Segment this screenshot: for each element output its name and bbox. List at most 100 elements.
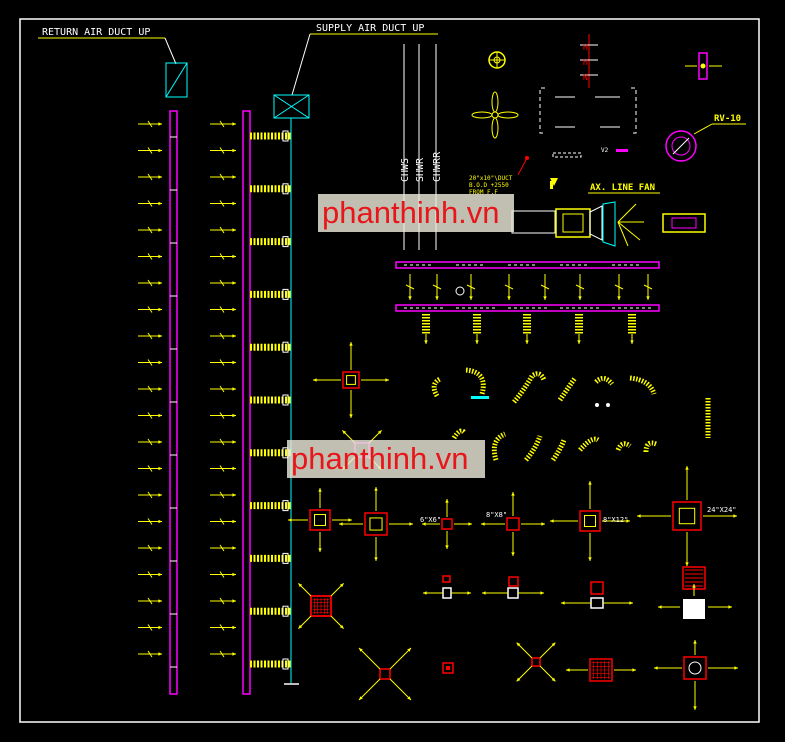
dashed-bracket-symbol [539, 87, 637, 134]
tick [219, 120, 225, 128]
duct-cap [508, 576, 519, 587]
tick [219, 491, 225, 499]
diffuser-inner [678, 507, 696, 525]
arrow-head [232, 387, 236, 391]
arrow-head [630, 340, 634, 344]
diffuser-outer [441, 518, 453, 530]
tick [219, 332, 225, 340]
arrow-head [685, 562, 689, 566]
arrow-head [232, 493, 236, 497]
tick [219, 465, 225, 472]
arrow [389, 678, 412, 701]
arrow-head [445, 499, 449, 503]
tick [219, 226, 225, 234]
arrow-head [349, 342, 353, 346]
arrow-head [232, 572, 236, 577]
arrow-head [475, 340, 479, 344]
tick [219, 385, 225, 393]
arrow-head [632, 668, 636, 672]
tick [147, 518, 153, 525]
size-label-8x8: 8"X8" [486, 511, 507, 519]
duct-fitting-circle [455, 286, 465, 296]
coil-collar [282, 658, 289, 670]
arrow-head [728, 605, 732, 609]
arrow-head [339, 522, 343, 526]
grille-frame [589, 658, 613, 682]
rv-10-label: RV-10 [714, 114, 741, 124]
arrow-head [637, 514, 641, 518]
tick [219, 544, 225, 552]
diffuser-outer [683, 656, 707, 680]
diffuser-outer [531, 657, 541, 667]
tick [432, 284, 442, 290]
arrow-head [158, 228, 162, 232]
size-label-8x12: 8"X12" [603, 516, 628, 524]
tick [643, 284, 653, 290]
tick [147, 571, 153, 578]
coil-collar [282, 288, 289, 300]
arrow-head [232, 201, 236, 206]
tick [504, 284, 514, 290]
arrow-head [654, 666, 658, 670]
rv-10-valve-symbol: RV-10 [665, 114, 746, 162]
diffuser-outer [579, 510, 601, 532]
tick [147, 120, 153, 128]
arrow-head [232, 228, 236, 232]
tick [219, 650, 225, 658]
small-dashed-ducts: V2 [552, 147, 628, 158]
watermark-top: phanthinh.vn [318, 194, 514, 232]
tick [219, 200, 225, 207]
arrow-head [232, 334, 236, 338]
arrow [389, 647, 412, 670]
arrow-head [516, 642, 521, 647]
arrow-head [298, 624, 303, 629]
tick [147, 332, 153, 340]
diffuser-inner [584, 515, 596, 527]
size-label-6x6: 6"X6" [420, 516, 441, 524]
arrow-head [348, 518, 352, 522]
arrow-head [423, 591, 427, 595]
supply-air-leader [291, 33, 311, 96]
coil-collar [282, 341, 289, 353]
tick [147, 597, 153, 605]
ax-line-fan-label: AX. LINE FAN [590, 183, 655, 193]
arrow-head [733, 514, 737, 518]
arrow-head [541, 522, 545, 526]
arrow-head [158, 652, 162, 656]
flex-duct-fittings [431, 367, 711, 462]
svg-text:FROM F.F: FROM F.F [469, 189, 498, 196]
tick [147, 200, 153, 207]
arrow-head [232, 307, 236, 312]
coil-collar [282, 130, 289, 142]
arrow-head [543, 296, 547, 300]
branch-duct-upper [395, 261, 660, 269]
tick [575, 284, 585, 290]
diffuser-outer [364, 512, 388, 536]
tick [219, 597, 225, 605]
duct-section [507, 587, 519, 599]
arrow-head [692, 584, 696, 588]
duct-section [590, 597, 604, 609]
coil-collar [282, 605, 289, 617]
arrow-head [550, 519, 554, 523]
arrow [358, 647, 381, 670]
arrow-head [232, 281, 236, 285]
arrow-head [407, 696, 411, 700]
tick [147, 650, 153, 658]
tick [147, 306, 153, 313]
arrow-head [469, 296, 473, 300]
tick [219, 518, 225, 525]
flex-duct-wheel-left [595, 403, 599, 407]
pipe-label-chws: CHWS [400, 158, 411, 182]
svg-text:H: H [583, 43, 588, 52]
arrow-head [685, 466, 689, 470]
flex-duct-wheel-right [606, 403, 610, 407]
arrow-head [158, 572, 162, 577]
tick [466, 284, 476, 290]
arrow-head [658, 605, 662, 609]
arrow-head [318, 548, 322, 552]
tick [147, 359, 153, 366]
arrow-head [232, 122, 236, 126]
tick [147, 544, 153, 552]
tick [147, 279, 153, 287]
